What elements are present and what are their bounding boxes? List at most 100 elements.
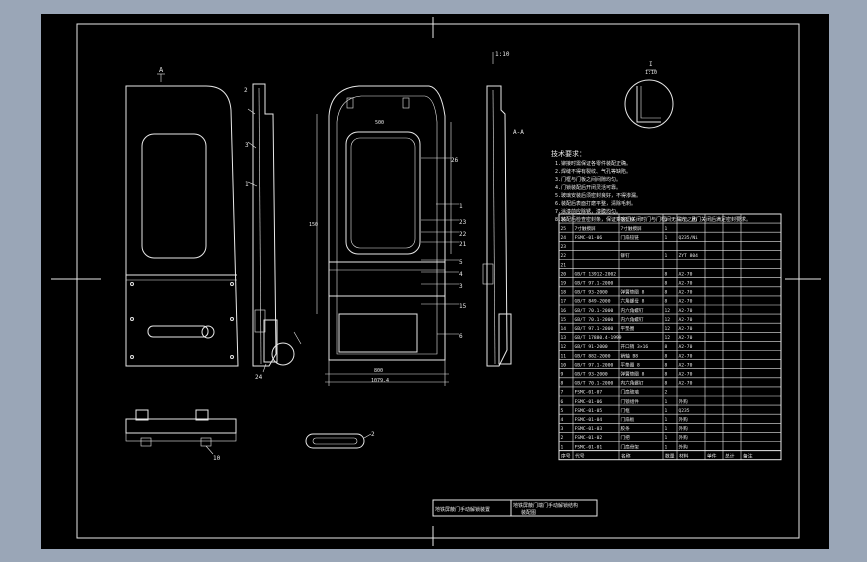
bom-cell: ZYT 804	[679, 253, 699, 259]
bom-cell: 门扇板	[621, 416, 635, 423]
section-label-a: A	[159, 66, 164, 74]
title-right-2: 装配图	[521, 509, 536, 516]
bom-cell: 门扇玻璃	[621, 389, 640, 396]
bom-cell: 6	[561, 399, 564, 405]
bom-cell: GB/T 70.1-2000	[575, 308, 614, 314]
bom-cell: 门框	[621, 407, 631, 414]
bom-cell: 外购	[679, 416, 689, 423]
bom-cell: 1	[665, 435, 668, 441]
bom-cell: 8	[665, 372, 668, 378]
bom-cell: Q235/Ni	[679, 235, 699, 241]
detail-circle-i	[271, 342, 295, 366]
bom-cell: 1	[665, 235, 668, 241]
title-block: 地铁屏蔽门手动解锁装置 地铁屏蔽门端门手动解锁结构 装配图	[432, 499, 598, 517]
bom-cell: A2-70	[679, 326, 693, 332]
frame-border	[76, 23, 800, 539]
drawing-sheet: A 2 3 1 24 800 1079.4	[41, 14, 829, 549]
callout-center-15: 15	[459, 303, 467, 310]
bom-cell: 销轴 B8	[621, 352, 639, 359]
bom-cell: FSMC-01-06	[575, 399, 603, 405]
bom-cell: 1	[665, 408, 668, 414]
bom-cell: GB/T 97.1-2000	[575, 326, 614, 332]
section-label-aa: A-A	[513, 129, 524, 136]
bom-cell: 5	[561, 408, 564, 414]
bom-cell: FSMC-01-07	[575, 390, 603, 396]
bom-cell: 24	[561, 235, 567, 241]
bom-cell: 14	[561, 326, 567, 332]
bom-cell: 1	[665, 253, 668, 259]
tech-line: 7.涂漆前应除锈，漆膜均匀。	[555, 208, 621, 215]
bom-cell: 25	[561, 226, 567, 232]
bom-cell: 20	[561, 271, 567, 277]
bom-cell: 22	[561, 253, 567, 259]
bom-cell: 8	[665, 353, 668, 359]
callout-center-22: 22	[459, 231, 467, 238]
bom-cell: A2-70	[679, 290, 693, 296]
bom-cell: 1	[665, 444, 668, 450]
callout-left-24: 24	[255, 374, 263, 381]
bom-cell: 铆钉	[621, 252, 631, 259]
title-left: 地铁屏蔽门手动解锁装置	[435, 506, 490, 513]
bom-cell: FSMC-01-02	[575, 435, 603, 441]
bom-cell: 10	[561, 362, 567, 368]
bom-cell: 7寸触摸屏	[621, 225, 643, 232]
bom-cell: 弹簧垫圈 8	[621, 371, 645, 378]
callout-center-23: 23	[459, 219, 467, 226]
bom-cell: GB/T 849-2000	[575, 299, 611, 305]
bom-cell: A2-70	[679, 317, 693, 323]
frame-window	[345, 131, 421, 255]
bom-cell: 平垫圈	[621, 325, 635, 332]
bom-cell: GB/T 93-2000	[575, 372, 608, 378]
bom-cell: 23	[561, 244, 567, 250]
bom-cell: GB/T 17880.4-1999	[575, 335, 622, 341]
dim-800: 800	[374, 368, 383, 374]
callout-center-21: 21	[459, 241, 467, 248]
bom-cell: 8	[561, 381, 564, 387]
bom-cell: A2-70	[679, 344, 693, 350]
bom-cell: A2-70	[679, 308, 693, 314]
tech-line: 8.装配后检查密封条，保证乘客门关闭时门与门框间无漏光，且门关闭后满足密封要求。	[555, 216, 751, 223]
door-section-view: 1:10 A-A	[482, 51, 524, 367]
bom-cell: 13	[561, 335, 567, 341]
bom-cell: 3	[561, 426, 564, 432]
scale-detail: 1:10	[645, 70, 657, 76]
bom-cell: 4	[561, 417, 564, 423]
bom-cell: 2	[561, 435, 564, 441]
callout-bottom-10: 10	[213, 455, 221, 462]
bom-cell: 8	[665, 362, 668, 368]
bom-cell: 11	[561, 353, 567, 359]
bottom-part-view: 10 2	[125, 409, 375, 462]
bom-cell: 8	[665, 381, 668, 387]
bom-header: 名称	[621, 452, 631, 459]
tech-line: 2.焊缝不得有裂纹、气孔等缺陷。	[555, 168, 631, 175]
door-front-view: A	[125, 66, 239, 367]
bom-cell: FSMC-01-04	[575, 417, 603, 423]
tech-line: 1.铆接时需保证各零件装配正确。	[555, 160, 631, 167]
bom-cell: 12	[665, 317, 671, 323]
bom-header: 备注	[743, 452, 753, 459]
bom-cell: 1	[665, 417, 668, 423]
bom-cell: 1	[665, 426, 668, 432]
callout-left-1: 1	[245, 181, 249, 188]
bom-header: 材料	[679, 452, 689, 459]
callout-center-4: 4	[459, 271, 463, 278]
cad-drawing: A 2 3 1 24 800 1079.4	[51, 17, 821, 546]
bom-cell: 胶条	[621, 425, 631, 432]
bom-cell: 内六角螺钉	[621, 307, 644, 314]
bom-cell: 门锁组件	[621, 398, 640, 405]
bom-cell: 六角螺母 8	[621, 298, 645, 305]
bom-cell: 内六角螺钉	[621, 380, 644, 387]
bom-cell: 8	[665, 281, 668, 287]
dim-1079: 1079.4	[371, 378, 389, 384]
dim-500: 500	[375, 120, 384, 126]
bom-cell: 外购	[679, 398, 689, 405]
callout-center-26: 26	[451, 157, 459, 164]
tech-title: 技术要求：	[551, 149, 586, 158]
bom-cell: A2-70	[679, 299, 693, 305]
bom-cell: 外购	[679, 443, 689, 450]
bom-cell: GB/T 97.1-2000	[575, 362, 614, 368]
bom-cell: 门扇铰链	[621, 234, 640, 241]
door-frame-view: 800 1079.4 1 23 22 21 5 4 3 15 26 6 500 …	[309, 85, 467, 386]
bom-cell: FSMC-01-06	[575, 235, 603, 241]
bom-cell: 平垫圈 8	[621, 361, 641, 368]
